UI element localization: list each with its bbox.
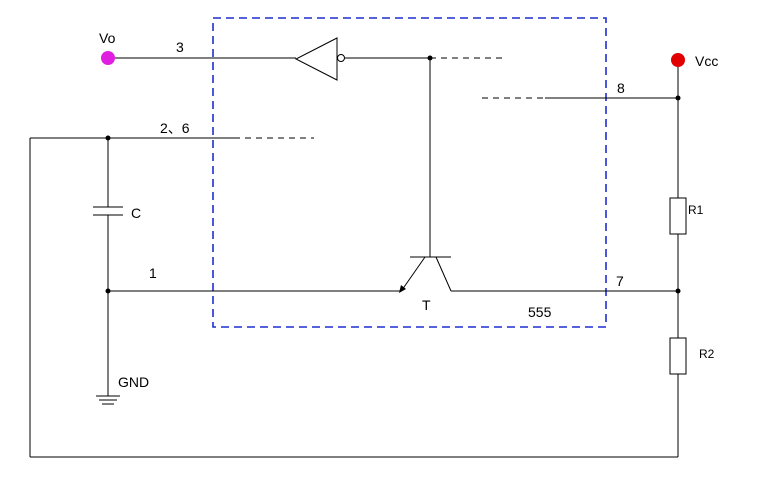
- pin-2-6-label: 2、6: [160, 120, 190, 136]
- r2-label: R2: [699, 347, 715, 361]
- pin-7-label: 7: [616, 273, 624, 289]
- inverter-bubble: [337, 54, 345, 62]
- inverter-symbol: [294, 37, 338, 81]
- transistor-collector: [435, 256, 452, 292]
- vcc-label: Vcc: [695, 53, 718, 69]
- pin-3-label: 3: [176, 39, 184, 55]
- capacitor-label: C: [131, 205, 141, 221]
- transistor-emitter: [401, 256, 426, 291]
- vo-terminal: [101, 51, 115, 65]
- junction-dot: [105, 288, 111, 294]
- chip-boundary: [212, 17, 607, 328]
- resistor-r1: [669, 197, 687, 235]
- resistor-r2: [669, 337, 687, 375]
- r1-label: R1: [688, 203, 704, 217]
- chip-label: 555: [528, 304, 552, 320]
- vcc-terminal: [671, 53, 685, 67]
- junction-dot: [675, 95, 681, 101]
- vo-label: Vo: [99, 30, 116, 46]
- pin-1-label: 1: [149, 265, 157, 281]
- transistor-label: T: [422, 297, 431, 313]
- pin-8-label: 8: [617, 80, 625, 96]
- ground-label: GND: [118, 374, 149, 390]
